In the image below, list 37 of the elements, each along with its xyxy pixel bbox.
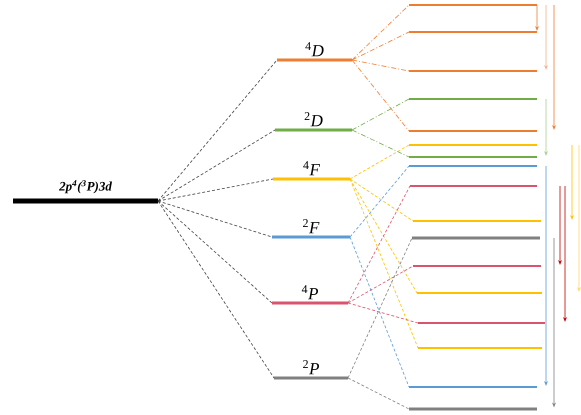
connector-line [352,98,410,130]
connector-line [350,178,418,294]
node-label: $^{4}$D [305,42,324,56]
connector-line [158,200,272,304]
connector-line [348,266,414,304]
node-label: $^{4}$P [302,285,318,300]
connector-line [348,186,410,304]
connector-line [350,144,410,180]
node-label: $^{2}$F [303,219,320,234]
connector-line [158,200,272,238]
connector-line [350,178,414,222]
sublevel-bar [412,236,540,240]
connector-line [158,60,278,202]
connector-line [350,166,410,238]
energy-level: $^{2}$P [274,360,348,380]
energy-level: $^{4}$P [272,285,348,304]
connector-line [350,178,418,348]
connector-line [158,178,274,202]
node-label: 2p$^{4}$($^{3}$P)3d [58,180,112,194]
node-label: $^{2}$P [303,360,319,374]
connector-line [352,130,410,158]
node-label: $^{2}$D [304,112,323,126]
energy-level: $^{4}$D [277,42,352,62]
energy-level: $^{2}$F [272,219,350,238]
energy-level: $^{4}$F [273,161,350,180]
connector-line [158,130,276,202]
connector-line [352,60,410,132]
energy-level: $^{2}$D [275,112,352,132]
connector-line [348,302,418,324]
connector-line [158,200,274,378]
node-label: $^{4}$F [303,161,320,176]
connector-line [352,32,410,60]
connector-line [352,60,410,72]
sublevel-bar [409,408,537,410]
connector-line [352,4,410,60]
energy-level: 2p$^{4}$($^{3}$P)3d [13,180,158,204]
connector-line [348,378,410,410]
